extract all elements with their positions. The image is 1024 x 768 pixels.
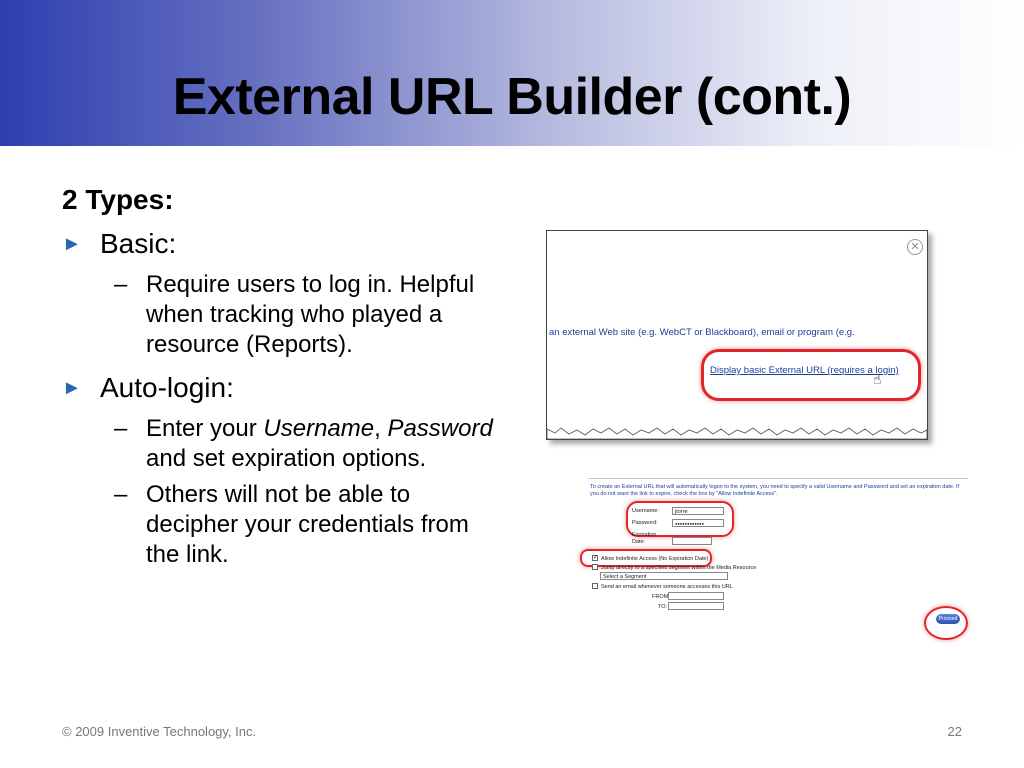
text-part: and set expiration options.: [146, 445, 427, 472]
page-number: 22: [947, 724, 962, 739]
close-icon[interactable]: ✕: [907, 239, 923, 255]
from-label: FROM:: [652, 594, 670, 600]
text-part: Enter your: [146, 415, 264, 442]
sub-bullet-credentials: – Enter your Username, Password and set …: [62, 414, 502, 474]
password-emphasis: Password: [387, 415, 493, 442]
send-email-label: Send an email whenever someone accesses …: [601, 584, 733, 590]
date-label: Date:: [632, 539, 646, 545]
slide-body: 2 Types: ► Basic: – Require users to log…: [62, 180, 502, 570]
dash-icon: –: [114, 415, 128, 442]
highlight-ring: [626, 501, 734, 537]
segment-label: Jump directly to a specified segment wit…: [601, 565, 757, 571]
bullet-autologin-label: Auto-login:: [100, 372, 234, 403]
indefinite-access-checkbox[interactable]: ✓: [592, 555, 599, 561]
types-heading: 2 Types:: [62, 184, 174, 215]
text-part: ,: [374, 415, 388, 442]
segment-checkbox[interactable]: [592, 564, 598, 570]
indefinite-access-label: Allow Indefinite Access (No Expiration D…: [601, 556, 709, 562]
segment-select[interactable]: Select a Segment: [600, 572, 728, 580]
sub-bullet-credentials-text: Enter your Username, Password and set ex…: [146, 415, 493, 472]
dash-icon: –: [114, 481, 128, 508]
sub-bullet-basic-text: Require users to log in. Helpful when tr…: [146, 271, 475, 358]
torn-edge-decoration: [547, 427, 927, 439]
hand-cursor-icon: ☝: [873, 371, 882, 387]
bullet-basic: ► Basic:: [62, 224, 502, 264]
sub-bullet-security: – Others will not be able to decipher yo…: [62, 480, 502, 570]
expiration-date-input[interactable]: [672, 537, 712, 545]
sub-bullet-security-text: Others will not be able to decipher your…: [146, 481, 469, 568]
copyright-footer: © 2009 Inventive Technology, Inc.: [62, 724, 257, 739]
autologin-intro-text: To create an External URL that will auto…: [590, 484, 960, 497]
title-banner: [0, 0, 1024, 146]
username-emphasis: Username: [263, 415, 375, 442]
highlight-ring: [580, 549, 712, 567]
sub-bullet-basic: – Require users to log in. Helpful when …: [62, 270, 502, 360]
slide-title: External URL Builder (cont.): [172, 68, 852, 126]
username-label: Username:: [632, 508, 659, 514]
highlight-ring: [924, 606, 968, 640]
to-label: TO:: [658, 604, 668, 610]
bullet-arrow-icon: ►: [62, 377, 82, 399]
basic-url-description: an external Web site (e.g. WebCT or Blac…: [549, 327, 855, 338]
from-input[interactable]: [668, 592, 724, 600]
autologin-screenshot: To create an External URL that will auto…: [580, 478, 968, 640]
highlight-ring: [701, 349, 921, 401]
bullet-arrow-icon: ►: [62, 233, 82, 255]
bullet-autologin: ► Auto-login:: [62, 368, 502, 408]
display-basic-url-link[interactable]: Display basic External URL (requires a l…: [710, 365, 899, 376]
divider: [588, 478, 968, 479]
basic-url-screenshot: ✕ an external Web site (e.g. WebCT or Bl…: [546, 230, 928, 440]
dash-icon: –: [114, 271, 128, 298]
expiration-label: Expiration: [632, 532, 657, 538]
send-email-checkbox[interactable]: [592, 583, 598, 589]
password-label: Password:: [632, 520, 658, 526]
bullet-basic-label: Basic:: [100, 228, 177, 259]
password-input[interactable]: ●●●●●●●●●●●●: [672, 519, 724, 527]
to-input[interactable]: [668, 602, 724, 610]
